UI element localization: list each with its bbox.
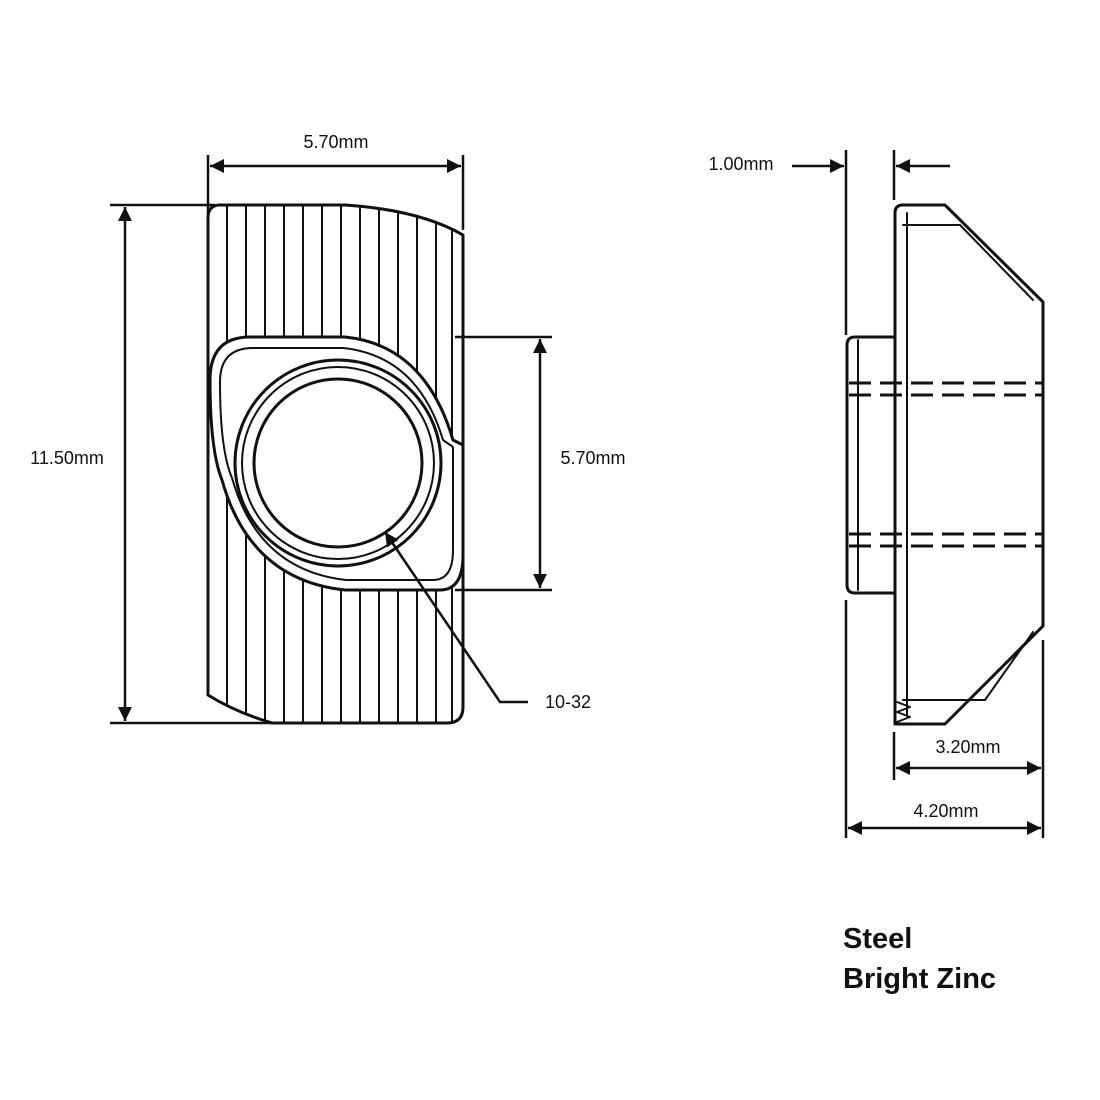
- front-height-label: 11.50mm: [30, 448, 104, 468]
- bore-span-label: 5.70mm: [560, 448, 625, 468]
- bore-inner: [252, 377, 424, 549]
- overall-depth-label: 4.20mm: [913, 801, 978, 821]
- side-dimensions: [792, 150, 1045, 838]
- nut-body-outline: [206, 203, 465, 725]
- thread-mark: [896, 701, 911, 723]
- material-label: Steel: [843, 923, 913, 955]
- bevel-bottom: [902, 631, 1034, 701]
- raised-boss: [208, 335, 465, 592]
- thread-leader-line: [383, 531, 528, 704]
- finish-label: Bright Zinc: [843, 963, 997, 995]
- thread-label: 10-32: [545, 692, 591, 712]
- flange-outline: [893, 203, 1045, 726]
- flange-thickness-label: 1.00mm: [708, 154, 773, 174]
- front-width-label: 5.70mm: [303, 132, 368, 152]
- bore-outer: [233, 358, 443, 568]
- front-dimensions: [110, 155, 552, 725]
- side-view: [845, 203, 1045, 726]
- body-depth-label: 3.20mm: [935, 737, 1000, 757]
- front-view: [206, 203, 465, 725]
- bevel-top: [902, 224, 1034, 301]
- bore-mid: [241, 366, 435, 560]
- hidden-thread-lines: [849, 381, 1043, 548]
- side-body-outline: [845, 335, 897, 595]
- raised-boss-inner: [219, 347, 454, 581]
